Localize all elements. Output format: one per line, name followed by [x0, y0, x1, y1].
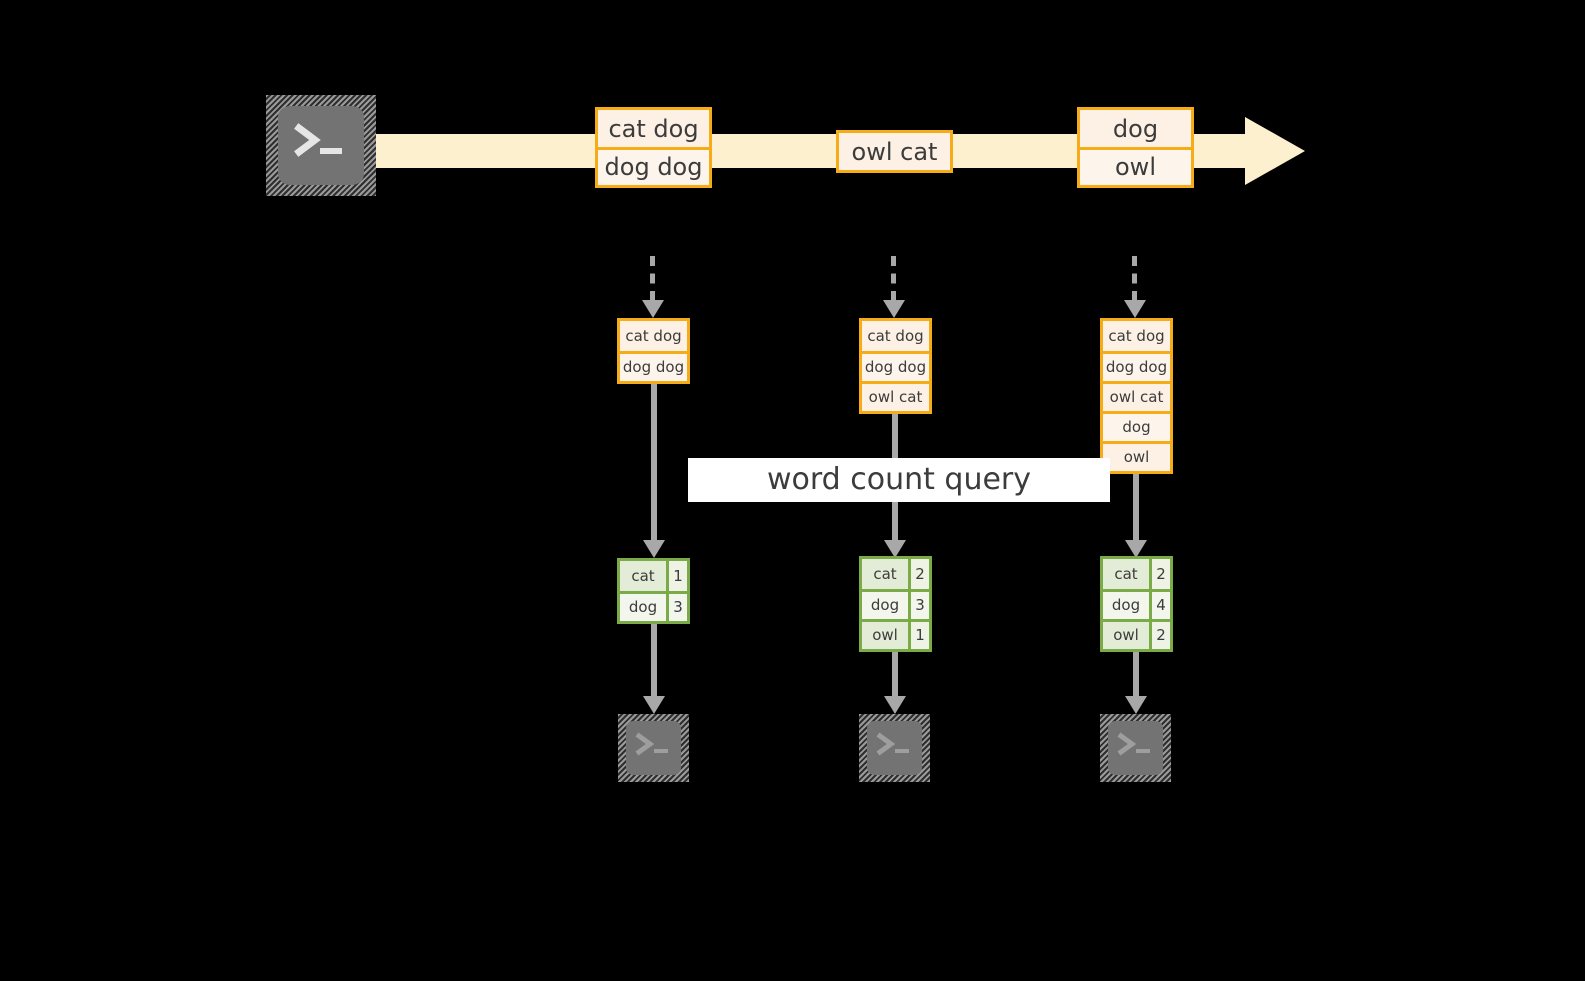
snapshot-tap-connector-1: [642, 256, 664, 318]
result-word: cat: [1103, 559, 1149, 589]
stream-record-1: cat dog dog dog: [595, 107, 712, 188]
result-row: cat 2: [862, 559, 929, 589]
snapshot-3-query-connector: [1125, 474, 1147, 558]
snapshot-2-sink-terminal-icon[interactable]: [859, 714, 930, 782]
terminal-prompt-glyph: [1117, 732, 1150, 756]
terminal-screen: [278, 106, 364, 185]
result-row: owl 1: [862, 619, 929, 649]
snapshot-2-result-table: cat 2 dog 3 owl 1: [859, 556, 932, 652]
result-word: owl: [862, 622, 908, 649]
result-count: 2: [1149, 622, 1170, 649]
snapshot-2-sink-connector: [884, 652, 906, 714]
result-count: 1: [908, 622, 929, 649]
snapshot-3-input-table: cat dog dog dog owl cat dog owl: [1100, 318, 1173, 474]
terminal-prompt-glyph: [876, 732, 909, 756]
record-line: owl: [1080, 147, 1191, 184]
input-row: owl: [1103, 441, 1170, 471]
result-count: 4: [1149, 592, 1170, 619]
snapshot-1-query-connector: [643, 384, 665, 558]
result-count: 1: [666, 561, 687, 591]
snapshot-1-result-table: cat 1 dog 3: [617, 558, 690, 624]
record-line: dog dog: [598, 147, 709, 184]
record-line: cat dog: [598, 110, 709, 147]
result-word: owl: [1103, 622, 1149, 649]
input-row: cat dog: [620, 321, 687, 351]
snapshot-1-sink-terminal-icon[interactable]: [618, 714, 689, 782]
snapshot-tap-connector-2: [883, 256, 905, 318]
snapshot-3-result-table: cat 2 dog 4 owl 2: [1100, 556, 1173, 652]
snapshot-3-sink-connector: [1125, 652, 1147, 714]
result-word: cat: [620, 561, 666, 591]
input-row: dog dog: [620, 351, 687, 381]
result-row: cat 1: [620, 561, 687, 591]
result-row: owl 2: [1103, 619, 1170, 649]
result-word: cat: [862, 559, 908, 589]
stream-arrow-head: [1245, 117, 1305, 185]
result-row: dog 3: [620, 591, 687, 621]
result-count: 3: [666, 594, 687, 621]
input-row: dog: [1103, 411, 1170, 441]
snapshot-3-sink-terminal-icon[interactable]: [1100, 714, 1171, 782]
terminal-prompt-glyph: [294, 123, 342, 157]
result-count: 2: [1149, 559, 1170, 589]
result-row: dog 3: [862, 589, 929, 619]
result-row: dog 4: [1103, 589, 1170, 619]
query-label: word count query: [688, 458, 1110, 502]
input-row: cat dog: [862, 321, 929, 351]
input-row: dog dog: [862, 351, 929, 381]
result-word: dog: [1103, 592, 1149, 619]
result-word: dog: [620, 594, 666, 621]
input-row: cat dog: [1103, 321, 1170, 351]
terminal-prompt-glyph: [635, 732, 668, 756]
terminal-screen: [866, 721, 923, 775]
snapshot-1-input-table: cat dog dog dog: [617, 318, 690, 384]
result-count: 2: [908, 559, 929, 589]
terminal-screen: [625, 721, 682, 775]
result-count: 3: [908, 592, 929, 619]
record-line: owl cat: [839, 133, 950, 170]
input-row: owl cat: [1103, 381, 1170, 411]
snapshot-1-sink-connector: [643, 624, 665, 714]
input-row: dog dog: [1103, 351, 1170, 381]
result-row: cat 2: [1103, 559, 1170, 589]
snapshot-tap-connector-3: [1124, 256, 1146, 318]
stream-record-2: owl cat: [836, 130, 953, 173]
record-line: dog: [1080, 110, 1191, 147]
snapshot-2-input-table: cat dog dog dog owl cat: [859, 318, 932, 414]
input-row: owl cat: [862, 381, 929, 411]
source-terminal-icon[interactable]: [266, 95, 376, 196]
result-word: dog: [862, 592, 908, 619]
stream-record-3: dog owl: [1077, 107, 1194, 188]
terminal-screen: [1107, 721, 1164, 775]
